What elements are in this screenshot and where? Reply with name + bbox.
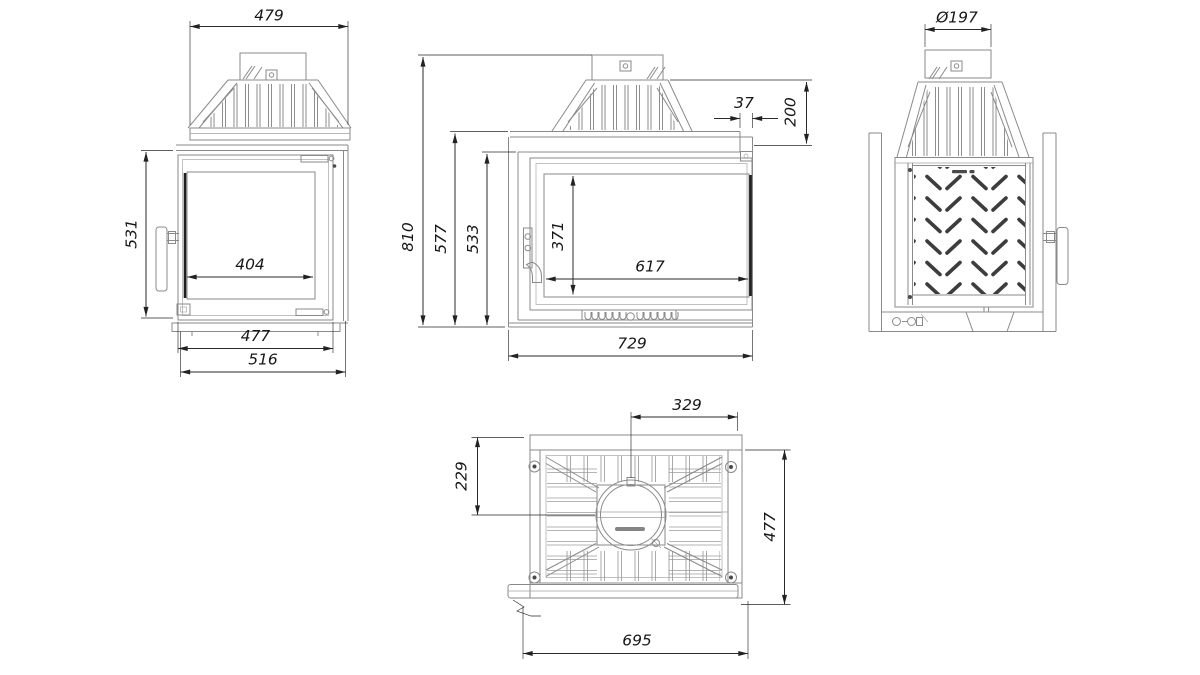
side-left-body — [155, 144, 349, 336]
side-door-frame — [177, 154, 334, 321]
canopy-braces — [202, 87, 340, 123]
front-glass-pane — [543, 173, 750, 298]
flue-collar-right — [924, 49, 992, 79]
side-glass-pane — [186, 171, 316, 300]
base-plinth-front — [508, 322, 753, 328]
front-view: 810 577 533 371 617 729 37 200 — [399, 54, 812, 361]
dim-617: 617 — [635, 258, 665, 276]
door-handle — [155, 226, 179, 292]
vent-band — [518, 309, 753, 321]
side-right-dimensions: Ø197 — [924, 9, 992, 47]
plate-logo-mark — [952, 170, 975, 174]
flue-mount-square — [596, 484, 666, 546]
dim-229: 229 — [453, 461, 471, 491]
door-latch-mechanism — [523, 227, 542, 283]
step-latch — [740, 151, 753, 162]
side-left-dimensions: 479 531 404 477 516 — [123, 7, 349, 377]
dim-477-top: 477 — [761, 512, 779, 542]
canopy-ribs — [203, 84, 339, 127]
dim-695: 695 — [622, 632, 652, 650]
canopy-braces-front — [567, 87, 679, 123]
top-body — [507, 434, 743, 617]
corner-bolt — [725, 571, 737, 584]
vent-knob — [626, 312, 635, 321]
front-dimensions: 810 577 533 371 617 729 37 200 — [399, 54, 812, 361]
dim-329: 329 — [672, 396, 702, 414]
canopy-ribs-right — [908, 87, 1012, 156]
collar-clamp — [265, 69, 278, 81]
canopy-base-plate — [189, 127, 351, 141]
herringbone-pattern — [914, 167, 1025, 294]
dim-729: 729 — [617, 335, 647, 353]
rear-wall-edge — [868, 132, 882, 332]
side-right-view: Ø197 — [868, 9, 1069, 332]
front-canopy — [551, 54, 693, 132]
corner-braces — [545, 456, 723, 577]
canopy-ribs-front — [568, 85, 678, 130]
canopy-slopes-right — [896, 81, 1030, 158]
corner-bolt — [528, 460, 541, 473]
dim-200: 200 — [782, 97, 800, 127]
side-right-canopy — [896, 49, 1030, 158]
dim-477-side: 477 — [241, 327, 271, 345]
section-squiggle — [512, 599, 541, 617]
dim-197: Ø197 — [935, 9, 978, 27]
corner-bolt — [725, 461, 737, 473]
side-right-body — [868, 132, 1069, 332]
cast-side-frame — [894, 157, 1034, 308]
latch-corner — [176, 303, 191, 316]
dim-533: 533 — [464, 224, 482, 254]
canopy-braces-right — [907, 91, 1013, 148]
front-body — [508, 131, 753, 328]
dim-404: 404 — [235, 256, 265, 274]
air-control-detail — [892, 313, 929, 326]
flue-opening — [595, 477, 667, 551]
deflector-fins-front — [646, 66, 666, 80]
collar-clamp-front — [619, 60, 632, 72]
dim-577: 577 — [432, 224, 450, 254]
front-wall-edge — [1042, 132, 1057, 332]
top-plate — [510, 131, 753, 138]
damper-pin — [650, 537, 662, 549]
casting-mark — [615, 527, 645, 531]
deflector-fins — [242, 65, 263, 80]
latch-bottom — [295, 308, 330, 316]
latch-top — [300, 155, 337, 168]
dim-371: 371 — [549, 221, 567, 251]
collar-clamp-right — [950, 60, 963, 72]
top-view: 329 229 477 695 — [453, 396, 791, 659]
fins-left-band — [547, 461, 597, 576]
door-handle-right — [1043, 227, 1069, 285]
base-plinth — [171, 322, 341, 332]
fins-right-band — [669, 461, 721, 576]
foot-bracket — [965, 311, 1015, 332]
dim-810: 810 — [399, 222, 417, 252]
dim-516: 516 — [248, 351, 278, 369]
side-left-canopy — [187, 52, 352, 141]
dim-479: 479 — [254, 7, 284, 25]
dim-531: 531 — [123, 219, 141, 249]
cast-side-plate — [912, 165, 1026, 296]
side-left-view: 479 531 404 477 516 — [123, 7, 352, 377]
corner-bolt — [528, 571, 541, 584]
dim-37: 37 — [734, 94, 754, 112]
canopy-slopes-front — [551, 79, 693, 132]
top-dimensions: 329 229 477 695 — [453, 396, 791, 659]
deflector-fins-right — [928, 66, 948, 80]
